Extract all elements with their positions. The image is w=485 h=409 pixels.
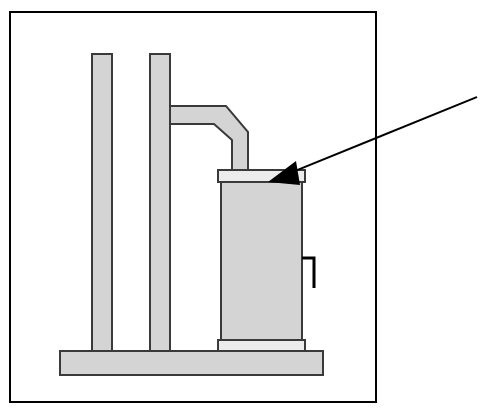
middle-post — [149, 53, 171, 352]
base-plate — [59, 350, 324, 376]
left-post — [91, 53, 113, 352]
cylinder-body — [220, 179, 303, 343]
pointer-arrow-head — [268, 161, 300, 185]
pointer-arrow-line — [289, 96, 478, 174]
side-handle — [302, 256, 316, 288]
cylinder-bottom-ring — [217, 339, 306, 352]
outer-frame — [9, 11, 377, 403]
